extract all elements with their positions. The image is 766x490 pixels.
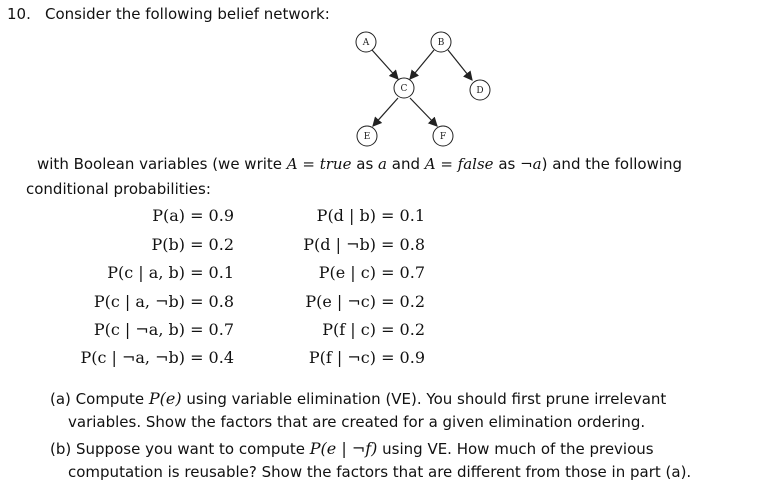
part-b-line-2: computation is reusable? Show the factor… — [68, 463, 692, 481]
part-b-line-1: (b) Suppose you want to compute P(e | ¬f… — [50, 439, 654, 458]
intro-text: as — [351, 155, 379, 173]
node-a — [355, 31, 377, 53]
math-a-true: A = true — [286, 155, 352, 173]
intro-text: as — [493, 155, 521, 173]
node-b — [430, 31, 452, 53]
question-number: 10. — [7, 5, 31, 23]
part-a-line-1: (a) Compute P(e) using variable eliminat… — [50, 389, 666, 408]
node-f — [432, 125, 454, 147]
math-a: a — [378, 155, 387, 173]
node-e-label: E — [364, 132, 371, 142]
node-e — [356, 125, 378, 147]
intro-text: ) and the following — [541, 155, 683, 173]
edge-b-d — [447, 49, 473, 81]
prob-left-1: P(a) = 0.9 — [152, 206, 234, 225]
part-a-math: P(e) — [148, 389, 182, 408]
node-b-label: B — [438, 38, 445, 48]
part-a-text: Compute — [70, 390, 149, 408]
prob-left-2: P(b) = 0.2 — [151, 235, 234, 254]
prob-right-6: P(f | ¬c) = 0.9 — [308, 348, 425, 367]
edge-c-f — [409, 97, 438, 127]
edge-b-c — [409, 49, 435, 80]
part-a-label: (a) — [50, 390, 71, 408]
part-a-text: using variable elimination (VE). You sho… — [181, 390, 667, 408]
part-b-text: Suppose you want to compute — [71, 440, 310, 458]
intro-line-1: with Boolean variables (we write A = tru… — [37, 155, 682, 173]
node-c — [393, 77, 415, 99]
intro-line-2: conditional probabilities: — [26, 180, 211, 198]
prob-left-6: P(c | ¬a, ¬b) = 0.4 — [80, 348, 234, 367]
node-c-label: C — [401, 84, 408, 94]
intro-text: with Boolean variables (we write — [37, 155, 287, 173]
prob-right-2: P(d | ¬b) = 0.8 — [303, 235, 425, 254]
prob-right-3: P(e | c) = 0.7 — [318, 263, 425, 282]
part-b-math: P(e | ¬f) — [309, 439, 378, 458]
math-not-a: ¬a — [520, 155, 542, 173]
part-b-label: (b) — [50, 440, 72, 458]
part-a-line-2: variables. Show the factors that are cre… — [68, 413, 646, 431]
prob-right-5: P(f | c) = 0.2 — [322, 320, 425, 339]
node-d-label: D — [476, 86, 483, 96]
node-a-label: A — [362, 38, 370, 48]
prob-right-4: P(e | ¬c) = 0.2 — [305, 292, 425, 311]
belief-network-diagram: A B C D E F — [355, 31, 491, 147]
edge-a-c — [371, 49, 399, 80]
question-text: Consider the following belief network: — [45, 5, 330, 23]
prob-left-5: P(c | ¬a, b) = 0.7 — [93, 320, 234, 339]
prob-right-1: P(d | b) = 0.1 — [316, 206, 425, 225]
node-f-label: F — [440, 132, 446, 142]
prob-left-3: P(c | a, b) = 0.1 — [107, 263, 234, 282]
node-d — [469, 79, 491, 101]
part-b-text: using VE. How much of the previous — [377, 440, 654, 458]
math-a-false: A = false — [424, 155, 494, 173]
intro-text: and — [386, 155, 425, 173]
edge-c-e — [372, 97, 399, 127]
prob-left-4: P(c | a, ¬b) = 0.8 — [93, 292, 234, 311]
